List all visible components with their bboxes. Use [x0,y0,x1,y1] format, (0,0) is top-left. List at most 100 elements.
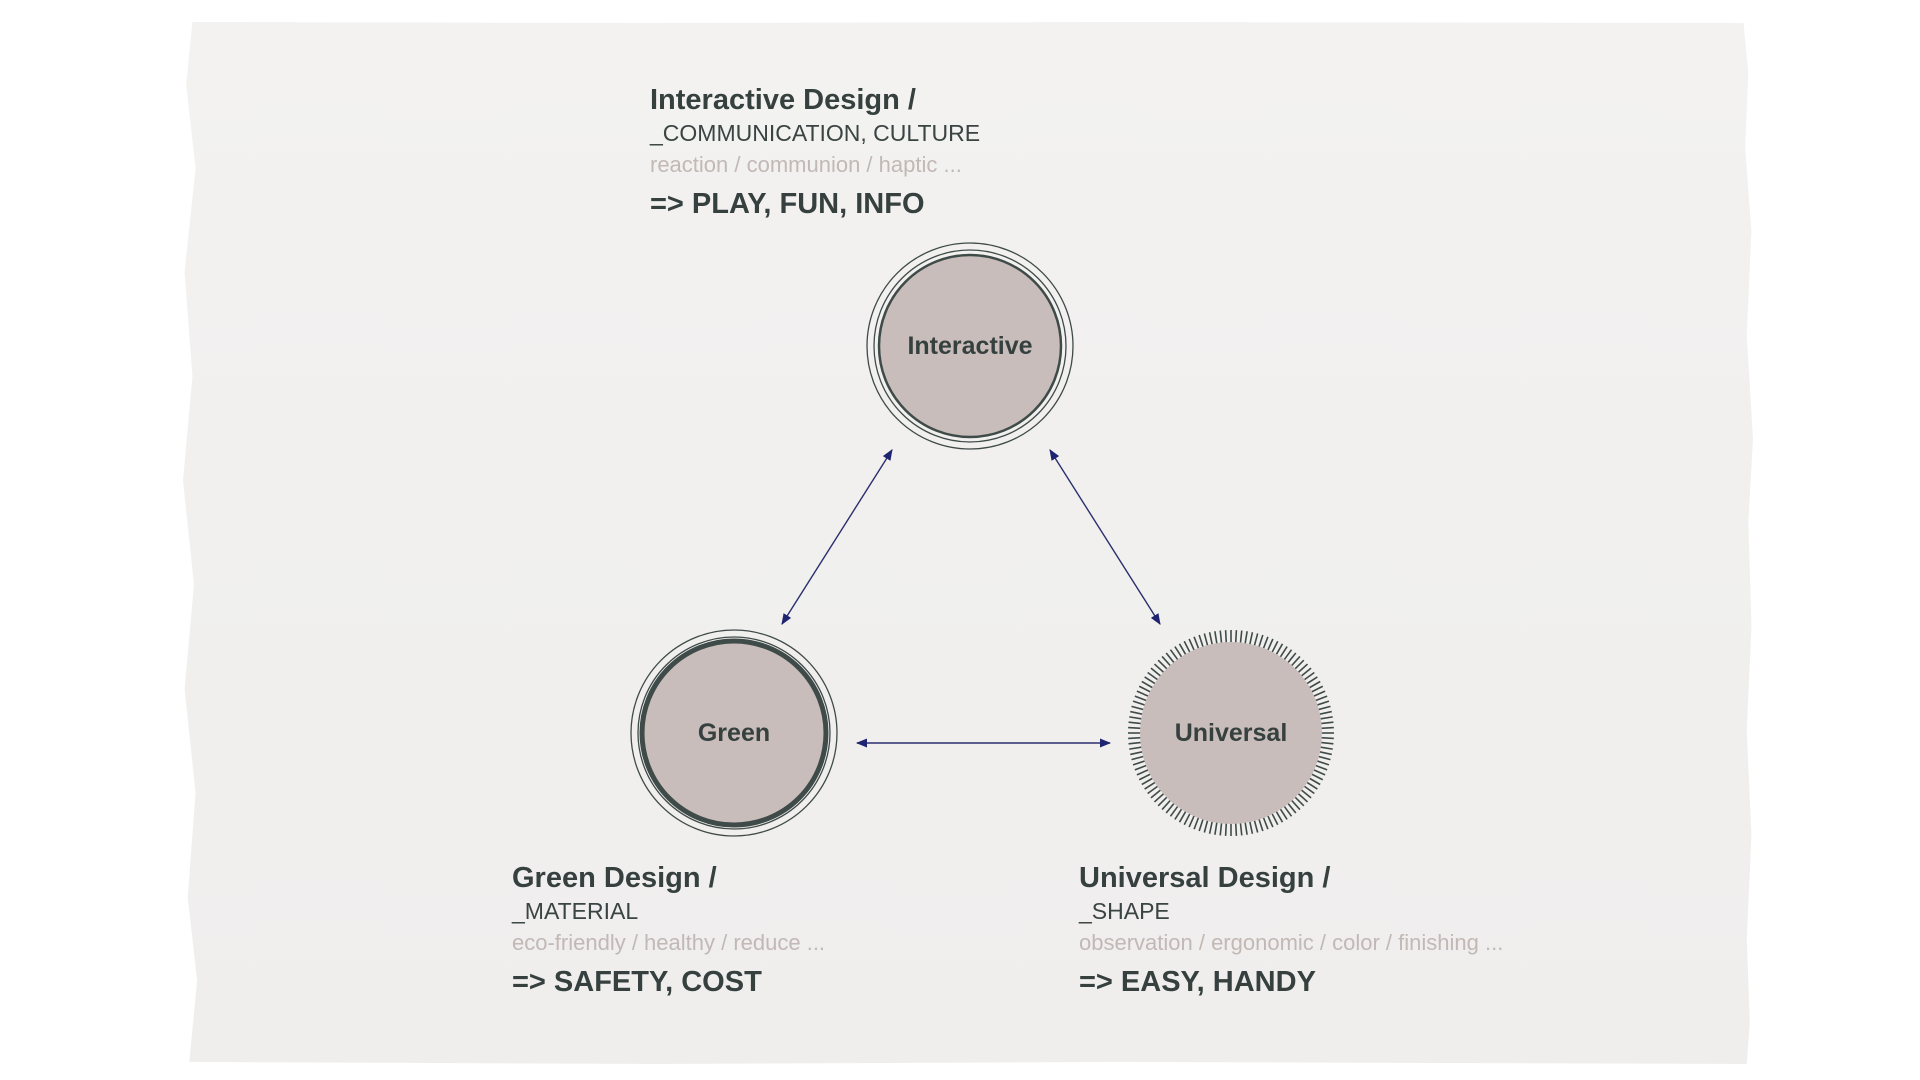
green-design-keywords: eco-friendly / healthy / reduce ... [512,930,826,955]
universal-design-result: => EASY, HANDY [1079,966,1316,998]
universal-tick [1320,736,1334,740]
universal-tick [1234,630,1238,644]
universal-tick [1147,785,1159,795]
universal-tick [1258,634,1264,648]
universal-tick [1144,676,1156,685]
universal-tick [1132,700,1146,706]
universal-tick [1178,643,1187,656]
universal-tick [1132,760,1146,766]
universal-tick [1198,634,1204,648]
universal-tick [1253,633,1259,647]
universal-tick [1224,822,1228,836]
universal-tick [1258,818,1264,832]
universal-tick [1244,631,1248,645]
universal-tick [1316,760,1330,766]
universal-tick [1157,796,1168,807]
universal-tick [1290,799,1301,811]
universal-tick [1317,755,1331,761]
universal-tick [1131,705,1145,711]
universal-tick [1279,646,1288,658]
universal-tick [1306,781,1318,790]
universal-tick [1178,810,1187,823]
universal-tick [1253,819,1259,833]
interactive-design-title: Interactive Design / [650,84,916,116]
universal-tick [1129,746,1143,750]
universal-tick [1297,663,1309,674]
universal-tick [1287,652,1297,664]
universal-node: Universal [1128,630,1334,836]
universal-tick [1275,643,1284,656]
universal-tick [1316,700,1330,706]
universal-tick [1188,638,1196,652]
universal-tick [1303,785,1315,795]
universal-tick [1183,812,1191,826]
universal-tick [1271,812,1279,826]
universal-tick [1147,671,1159,681]
universal-tick [1219,630,1223,644]
universal-tick [1319,716,1333,720]
universal-tick [1169,649,1179,661]
universal-tick [1303,671,1315,681]
universal-tick [1300,789,1312,799]
universal-node-label: Universal [1175,719,1288,747]
universal-tick [1150,789,1162,799]
universal-tick [1150,667,1162,677]
universal-tick [1130,710,1144,716]
universal-tick [1300,667,1312,677]
universal-design-subtitle: _SHAPE [1079,898,1170,924]
universal-tick [1219,822,1223,836]
universal-tick [1312,690,1326,698]
universal-tick [1128,741,1142,745]
universal-tick [1275,810,1284,823]
universal-tick [1128,726,1142,730]
universal-tick [1262,816,1269,830]
universal-tick [1161,655,1172,667]
universal-tick [1134,764,1148,771]
universal-tick [1214,821,1218,835]
universal-tick [1262,636,1269,650]
universal-tick [1174,646,1183,658]
green-design-title: Green Design / [512,862,717,894]
universal-tick [1290,655,1301,667]
universal-tick [1317,705,1331,711]
universal-tick [1128,736,1142,740]
universal-tick [1136,768,1150,776]
universal-tick [1165,802,1175,814]
universal-tick [1266,638,1274,652]
universal-tick [1314,764,1328,771]
universal-tick [1308,777,1321,786]
green-node-label: Green [698,719,770,747]
universal-tick [1271,640,1279,654]
universal-tick [1193,636,1200,650]
torn-paper-background [183,22,1753,1064]
universal-tick [1239,630,1243,644]
interactive-node: Interactive [866,242,1074,450]
universal-tick [1318,750,1332,756]
universal-tick [1130,750,1144,756]
universal-tick [1203,819,1209,833]
universal-node-tick-ring [1128,630,1334,836]
green-design-subtitle: _MATERIAL [512,898,639,924]
arrow-interactive-green [781,449,893,625]
interactive-design-block: Interactive Design / _COMMUNICATION, CUL… [650,86,980,219]
green-design-result: => SAFETY, COST [512,966,762,998]
universal-tick [1193,816,1200,830]
universal-tick [1312,768,1326,776]
universal-tick [1141,777,1154,786]
universal-tick [1183,640,1191,654]
interactive-design-result: => PLAY, FUN, INFO [650,188,925,220]
universal-design-keywords: observation / ergonomic / color / finish… [1079,930,1504,955]
green-design-block: Green Design / _MATERIAL eco-friendly / … [512,864,825,997]
universal-tick [1138,685,1152,693]
universal-tick [1297,792,1309,803]
universal-tick [1287,802,1297,814]
universal-tick [1174,808,1183,820]
universal-tick [1208,820,1214,834]
universal-tick [1134,695,1148,702]
universal-tick [1141,680,1154,689]
universal-tick [1320,726,1334,730]
universal-tick [1144,781,1156,790]
universal-tick [1214,631,1218,645]
universal-tick [1129,716,1143,720]
